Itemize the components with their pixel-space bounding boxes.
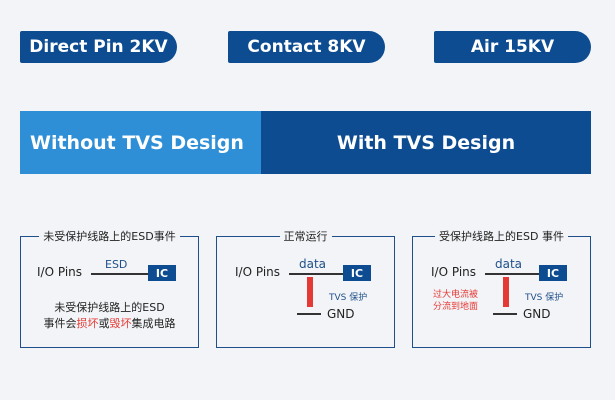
- with-tvs-banner: With TVS Design: [261, 111, 591, 174]
- io-pins-label: I/O Pins: [235, 265, 281, 279]
- contact-label: Contact 8KV: [228, 31, 385, 63]
- panel-normal: 正常运行 I/O Pins data IC TVS 保护 GND: [216, 230, 395, 348]
- ic-chip: IC: [148, 265, 176, 281]
- ic-chip: IC: [539, 265, 567, 281]
- gnd-label: GND: [523, 307, 551, 321]
- data-label: data: [299, 257, 327, 271]
- without-tvs-text: Without TVS Design: [30, 131, 244, 154]
- note-line2: 分流到地面: [433, 302, 479, 312]
- panel-title: 正常运行: [279, 230, 332, 243]
- signal-wire: [485, 273, 539, 275]
- caption-line1: 未受保护线路上的ESD: [54, 301, 165, 314]
- direct-pin-label: Direct Pin 2KV: [20, 31, 177, 63]
- signal-wire: [91, 273, 149, 275]
- note-line1: 过大电流被: [433, 290, 479, 300]
- tvs-label: TVS 保护: [329, 293, 368, 303]
- ic-chip: IC: [343, 265, 371, 281]
- esd-label: ESD: [105, 258, 128, 271]
- io-pins-label: I/O Pins: [431, 265, 477, 279]
- tvs-label: TVS 保护: [525, 293, 564, 303]
- io-pins-label: I/O Pins: [37, 265, 83, 279]
- with-tvs-text: With TVS Design: [336, 131, 516, 154]
- ground-symbol: [297, 313, 321, 315]
- panel-unprotected: 未受保护线路上的ESD事件 I/O Pins ESD IC 未受保护线路上的ES…: [20, 230, 199, 348]
- air-label: Air 15KV: [434, 31, 591, 63]
- gnd-label: GND: [327, 307, 355, 321]
- without-tvs-banner: Without TVS Design: [20, 111, 261, 174]
- tvs-diode: [307, 277, 313, 307]
- panel-protected: 受保护线路上的ESD 事件 I/O Pins data IC TVS 保护 过大…: [412, 230, 591, 348]
- signal-wire: [289, 273, 343, 275]
- panel-title: 未受保护线路上的ESD事件: [39, 230, 180, 243]
- caption-line2: 事件会损坏或毁坏集成电路: [43, 317, 176, 330]
- ground-symbol: [493, 313, 517, 315]
- data-label: data: [495, 257, 523, 271]
- panel-title: 受保护线路上的ESD 事件: [435, 230, 568, 243]
- tvs-diode: [503, 277, 509, 307]
